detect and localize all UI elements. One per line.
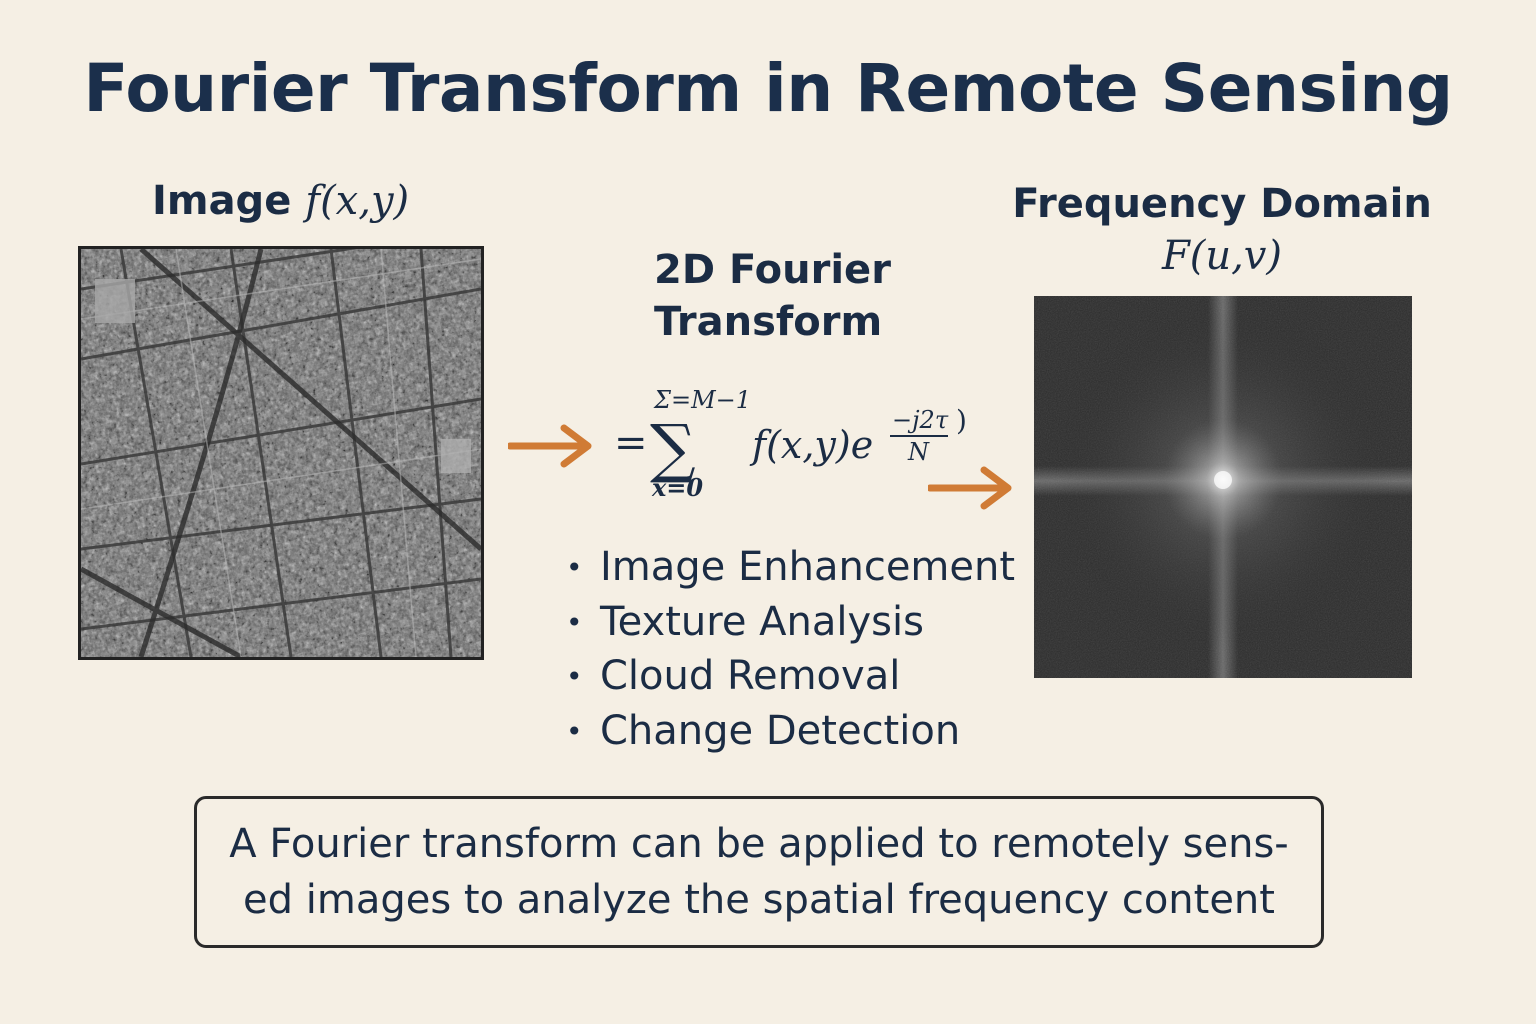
application-label: Cloud Removal (600, 653, 901, 699)
formula-equals: = (614, 420, 648, 466)
frequency-domain-label-math: F(u,v) (1161, 233, 1283, 279)
spatial-image-label-math: f(x,y) (305, 178, 410, 224)
transform-heading: 2D Fourier Transform (654, 244, 891, 348)
application-item: • Change Detection (566, 704, 1015, 759)
formula-closing-paren: ) (956, 404, 967, 437)
application-item: • Texture Analysis (566, 595, 1015, 650)
spatial-image-label: Image f(x,y) (152, 178, 409, 224)
frequency-spectrum-graphic (1034, 296, 1412, 678)
caption-line1: A Fourier transform can be applied to re… (229, 821, 1289, 867)
caption-text: A Fourier transform can be applied to re… (229, 816, 1289, 928)
formula-lower-limit: x=0 (651, 473, 703, 502)
frequency-domain-label: Frequency Domain F(u,v) (1010, 178, 1434, 282)
spatial-image-label-text: Image (152, 178, 292, 224)
formula-sigma: ∑ (650, 412, 696, 486)
application-label: Texture Analysis (600, 598, 924, 645)
frequency-spectrum-image (1034, 296, 1412, 678)
transform-heading-line2: Transform (654, 299, 883, 345)
bullet-icon: • (566, 714, 583, 748)
satellite-image (78, 246, 484, 660)
formula-upper-limit: Σ=M−1 (653, 386, 751, 414)
formula-function: f(x,y)e (749, 423, 873, 467)
satellite-image-graphic (81, 249, 481, 657)
transform-heading-line1: 2D Fourier (654, 247, 891, 293)
application-label: Image Enhancement (600, 544, 1016, 590)
frequency-domain-label-text: Frequency Domain (1012, 181, 1432, 227)
caption-box: A Fourier transform can be applied to re… (194, 796, 1324, 948)
formula-exp-numerator: −j2τ (892, 406, 949, 434)
arrow-right-icon (508, 424, 592, 468)
page-title: Fourier Transform in Remote Sensing (83, 50, 1453, 127)
bullet-icon: • (566, 605, 583, 639)
caption-line2: ed images to analyze the spatial frequen… (243, 877, 1275, 923)
application-item: • Image Enhancement (566, 540, 1015, 595)
bullet-icon: • (566, 551, 583, 584)
fourier-formula: = Σ=M−1 ∑ x=0 f(x,y)e −j2τ N ) (614, 386, 967, 502)
arrow-right-icon-2 (928, 466, 1012, 510)
application-label: Change Detection (600, 707, 961, 754)
applications-list: • Image Enhancement • Texture Analysis • Cl… (566, 540, 1015, 758)
bullet-icon: • (566, 660, 583, 693)
application-item: • Cloud Removal (566, 649, 1015, 704)
formula-exp-denominator: N (907, 438, 930, 466)
